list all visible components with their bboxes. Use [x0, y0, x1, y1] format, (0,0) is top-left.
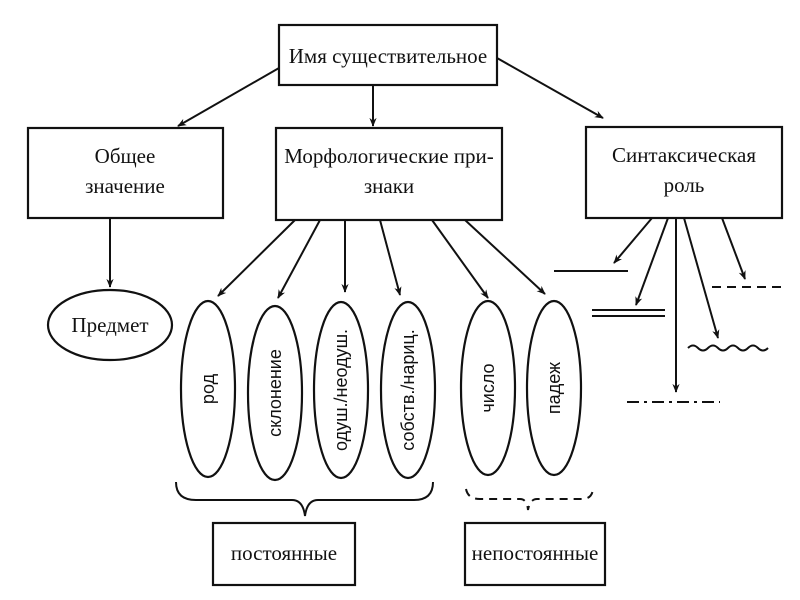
general-meaning-line-2: значение	[85, 174, 165, 198]
morphological-node: Морфологические при- знаки	[274, 126, 504, 222]
root-node: Имя существительное	[277, 23, 499, 87]
feature-gender: род	[179, 299, 237, 479]
root-label: Имя существительное	[289, 44, 487, 68]
predicate-underline-double	[592, 309, 665, 317]
feature-properness: собств./нариц.	[379, 300, 437, 480]
variable-label: непостоянные	[472, 541, 599, 565]
feature-ellipse	[312, 300, 370, 480]
arrow-morph-to-declension	[277, 219, 321, 299]
arrow-morph-to-properness	[379, 219, 402, 296]
arrow-syntax-to-object	[721, 217, 746, 280]
morphological-box	[274, 126, 504, 222]
general-meaning-node: Общее значение	[26, 126, 225, 220]
arrow-root-to-syntactic	[496, 57, 604, 119]
morphological-line-2: знаки	[364, 174, 414, 198]
arrow-syntax-to-subject	[613, 217, 653, 264]
feature-label: одуш./неодуш.	[331, 329, 351, 451]
syntactic-node: Синтаксическая роль	[584, 125, 784, 220]
feature-animacy: одуш./неодуш.	[312, 300, 370, 480]
constant-label: постоянные	[231, 541, 337, 565]
object-node: Предмет	[46, 288, 174, 362]
constant-brace	[175, 481, 434, 517]
variable-group: непостоянные	[463, 521, 607, 587]
constant-group: постоянные	[211, 521, 357, 587]
feature-ellipse	[379, 300, 437, 480]
arrow-syntax-to-predicate	[635, 217, 669, 306]
morphological-line-1: Морфологические при-	[284, 144, 494, 168]
feature-label: падеж	[544, 362, 564, 414]
general-meaning-box	[26, 126, 225, 220]
feature-label: склонение	[265, 349, 285, 437]
feature-ellipse	[525, 299, 583, 477]
arrow-root-to-general	[177, 67, 280, 127]
feature-label: число	[478, 363, 498, 412]
variable-brace	[465, 488, 594, 511]
feature-number: число	[459, 299, 517, 477]
object-ellipse	[46, 288, 174, 362]
constant-box	[211, 521, 357, 587]
syntactic-line-1: Синтаксическая	[612, 143, 756, 167]
feature-ellipse	[246, 304, 304, 482]
attribute-underline-wavy	[687, 344, 769, 352]
feature-ellipse	[459, 299, 517, 477]
feature-label: собств./нариц.	[398, 329, 418, 450]
feature-declension: склонение	[246, 304, 304, 482]
general-meaning-line-1: Общее	[95, 144, 156, 168]
arrow-morph-to-gender	[217, 219, 296, 297]
variable-box	[463, 521, 607, 587]
arrow-morph-to-number	[431, 219, 489, 299]
syntactic-line-2: роль	[664, 173, 705, 197]
root-box	[277, 23, 499, 87]
arrow-syntax-to-attribute	[683, 217, 720, 339]
object-label: Предмет	[71, 313, 148, 337]
feature-label: род	[198, 373, 218, 404]
feature-case: падеж	[525, 299, 583, 477]
feature-ellipse	[179, 299, 237, 479]
arrow-morph-to-case	[464, 219, 546, 295]
